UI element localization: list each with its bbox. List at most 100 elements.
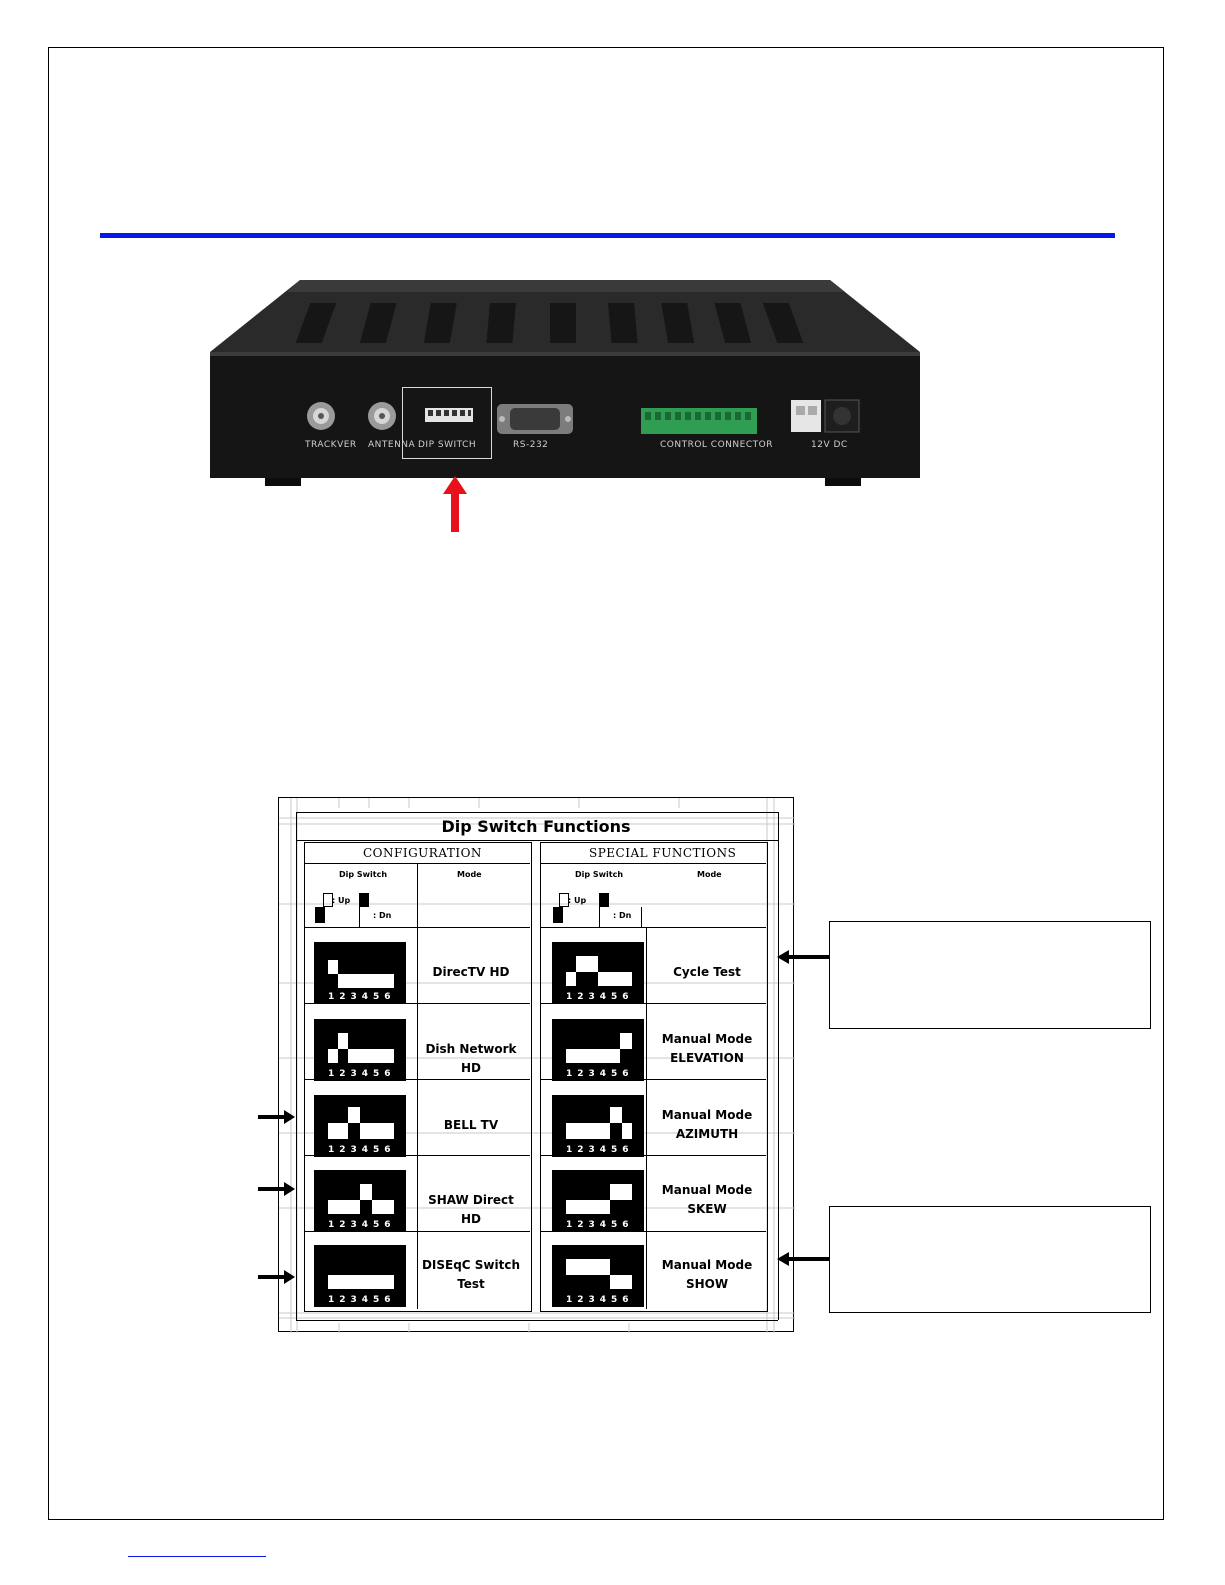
- arrow-right-icon: [258, 1270, 295, 1284]
- title-bottom-line: [296, 840, 778, 841]
- callout-box-top: [829, 921, 1151, 1029]
- arrow-right-icon: [258, 1182, 295, 1196]
- callout-box-bottom: [829, 1206, 1151, 1313]
- receiver-device-photo: TRACKVER ANTENNA DIP SWITCH RS-232 CONTR…: [205, 268, 930, 500]
- switch-numbers: 123456: [328, 1069, 396, 1079]
- label-rs232: RS-232: [513, 440, 549, 450]
- dip-pattern-bell: 123456: [314, 1095, 406, 1157]
- mode-manual-skew: Manual Mode SKEW: [652, 1181, 762, 1219]
- legend-block-icon: [315, 907, 325, 923]
- arrow-left-icon: [777, 1252, 831, 1266]
- page-border: [48, 47, 1164, 1520]
- dip-pattern-skew: 123456: [552, 1170, 644, 1232]
- legend-dn-icon: [599, 893, 609, 907]
- legend-divider: [359, 907, 360, 927]
- switch-numbers: 123456: [566, 1069, 634, 1079]
- title-top-line: [296, 812, 778, 813]
- config-col-divider: [417, 927, 418, 1309]
- mode-label: BELL TV: [443, 1118, 499, 1132]
- switch-numbers: 123456: [328, 1145, 396, 1155]
- dip-pattern-dish: 123456: [314, 1019, 406, 1081]
- label-dip-switch: DIP SWITCH: [418, 440, 477, 450]
- switch-numbers: 123456: [328, 1295, 396, 1305]
- label-power: 12V DC: [811, 440, 848, 450]
- legend-block-icon: [553, 907, 563, 923]
- legend-up-icon: [323, 893, 333, 907]
- config-head-divider: [417, 863, 418, 927]
- legend-divider-2: [641, 907, 642, 927]
- mode-diseqc-switch-test: DISEqC Switch Test: [418, 1256, 524, 1294]
- mode-label: Manual Mode: [661, 1108, 753, 1122]
- mode-label-line2: Test: [457, 1277, 485, 1291]
- special-col-dip-switch: Dip Switch: [575, 870, 624, 879]
- mode-bell-tv: BELL TV: [418, 1116, 524, 1135]
- mode-label: DirecTV HD: [432, 965, 510, 979]
- special-legend-dn: : Dn: [613, 911, 632, 920]
- legend-divider: [599, 907, 600, 927]
- special-col-divider: [646, 927, 647, 1309]
- dip-pattern-elevation: 123456: [552, 1019, 644, 1081]
- configuration-panel: CONFIGURATION Dip Switch Mode : Up : Dn: [304, 842, 532, 1312]
- mode-dish-network-hd: Dish Network HD: [418, 1040, 524, 1078]
- table-title: Dip Switch Functions: [441, 817, 631, 836]
- mode-shaw-direct-hd: SHAW Direct HD: [418, 1191, 524, 1229]
- mode-label-line2: SHOW: [685, 1277, 729, 1291]
- switch-numbers: 123456: [566, 992, 634, 1002]
- config-col-dip-switch: Dip Switch: [339, 870, 388, 879]
- mode-label-line2: SKEW: [687, 1202, 727, 1216]
- configuration-heading: CONFIGURATION: [363, 846, 482, 860]
- dip-switch-highlight: [402, 387, 492, 459]
- arrow-left-icon: [777, 950, 831, 964]
- mode-cycle-test: Cycle Test: [652, 963, 762, 982]
- mode-label: SHAW Direct HD: [428, 1193, 514, 1226]
- special-col-mode: Mode: [697, 870, 722, 879]
- special-row-line-1: [541, 927, 766, 928]
- special-row-line-2: [541, 1003, 766, 1004]
- switch-numbers: 123456: [566, 1295, 634, 1305]
- special-row-line-3: [541, 1079, 766, 1080]
- dip-pattern-show: 123456: [552, 1245, 644, 1307]
- outer-left-line: [296, 812, 297, 1320]
- mode-directv-hd: DirecTV HD: [418, 963, 524, 982]
- mode-label: Manual Mode: [661, 1258, 753, 1272]
- mode-label: DISEqC Switch: [421, 1258, 521, 1272]
- mode-label-line2: ELEVATION: [670, 1051, 744, 1065]
- special-heading: SPECIAL FUNCTIONS: [589, 846, 737, 860]
- switch-numbers: 123456: [566, 1145, 634, 1155]
- mode-label-line2: AZIMUTH: [675, 1127, 739, 1141]
- special-row-line-5: [541, 1231, 766, 1232]
- special-legend-up: : Up: [568, 896, 587, 905]
- special-functions-panel: SPECIAL FUNCTIONS Dip Switch Mode : Up :…: [540, 842, 768, 1312]
- mode-manual-elevation: Manual Mode ELEVATION: [652, 1030, 762, 1068]
- config-legend-dn: : Dn: [373, 911, 392, 920]
- mode-label: Cycle Test: [673, 965, 741, 979]
- legend-up-icon: [559, 893, 569, 907]
- dip-pattern-diseqc: 123456: [314, 1245, 406, 1307]
- dip-pattern-directv: 123456: [314, 942, 406, 1004]
- switch-numbers: 123456: [328, 992, 396, 1002]
- config-col-mode: Mode: [457, 870, 482, 879]
- label-control-connector: CONTROL CONNECTOR: [660, 440, 773, 450]
- special-row-line-4: [541, 1155, 766, 1156]
- legend-dn-icon: [359, 893, 369, 907]
- outer-bottom-line: [296, 1320, 778, 1321]
- label-antenna: ANTENNA: [368, 440, 416, 450]
- mode-label: Dish Network HD: [425, 1042, 517, 1075]
- special-head-line: [541, 863, 766, 864]
- mode-label: Manual Mode: [661, 1032, 753, 1046]
- outer-right-line: [778, 812, 779, 1320]
- dip-pattern-azimuth: 123456: [552, 1095, 644, 1157]
- footer-link-underline: [128, 1556, 266, 1557]
- header-rule: [100, 233, 1115, 238]
- mode-manual-azimuth: Manual Mode AZIMUTH: [652, 1106, 762, 1144]
- arrow-right-icon: [258, 1110, 295, 1124]
- label-trackver: TRACKVER: [305, 440, 357, 450]
- red-arrow-icon: [443, 476, 467, 532]
- switch-numbers: 123456: [566, 1220, 634, 1230]
- config-legend-up: : Up: [332, 896, 351, 905]
- config-head-line: [305, 863, 530, 864]
- dip-pattern-cycle-test: 123456: [552, 942, 644, 1004]
- mode-label: Manual Mode: [661, 1183, 753, 1197]
- switch-numbers: 123456: [328, 1220, 396, 1230]
- dip-pattern-shaw: 123456: [314, 1170, 406, 1232]
